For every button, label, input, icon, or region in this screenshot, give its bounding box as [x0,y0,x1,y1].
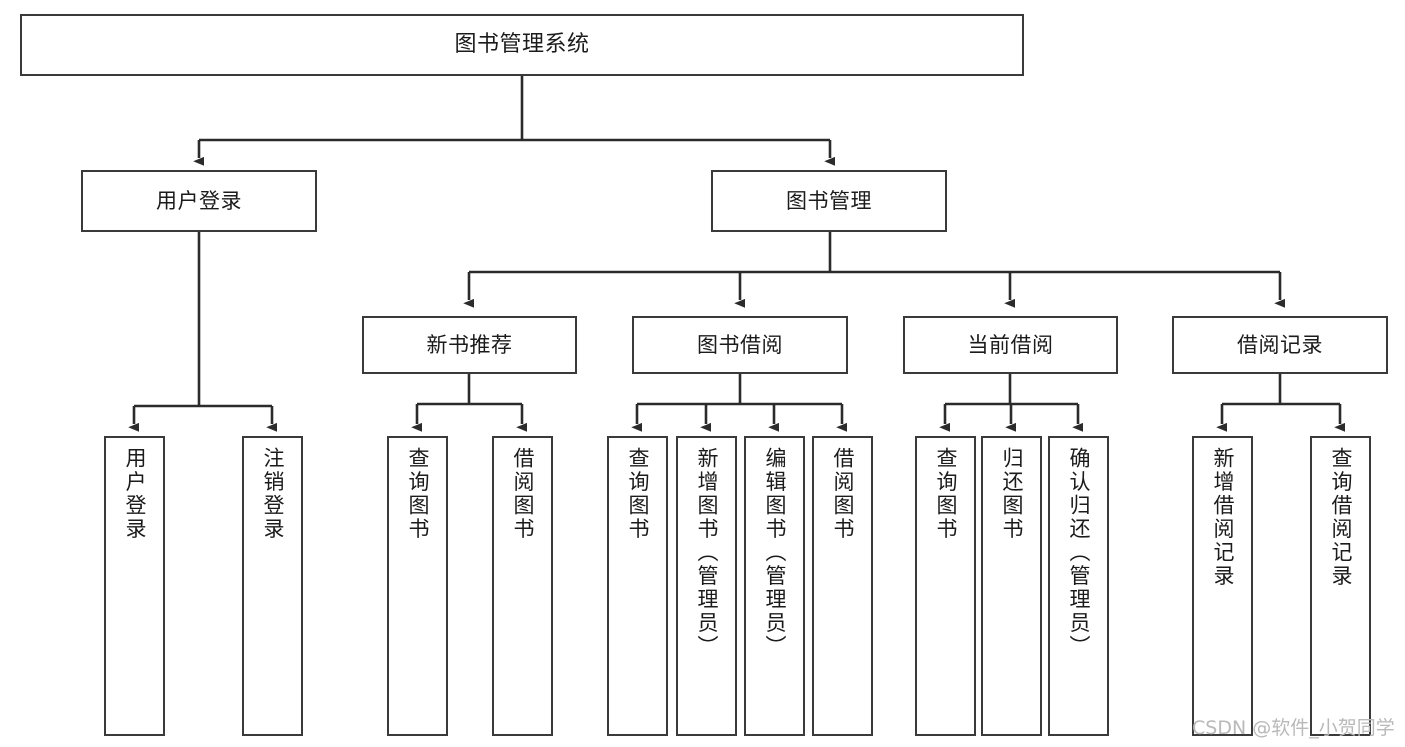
node-label: 借阅记录 [1237,332,1323,357]
node-label: 图书管理系统 [454,32,590,58]
leaf-bb-edit-book-admin[interactable]: 编辑图书（管理员） [744,436,805,736]
node-label: 用户登录 [156,188,242,213]
node-label: 新书推荐 [426,332,513,357]
leaf-nb-borrow-book[interactable]: 借阅图书 [492,436,553,736]
leaf-br-query-record[interactable]: 查询借阅记录 [1310,436,1371,736]
node-label: 用户登录 [123,447,147,541]
node-label: 借阅图书 [831,447,855,541]
node-user-login[interactable]: 用户登录 [81,170,317,232]
node-label: 编辑图书（管理员） [763,447,787,659]
node-label: 借阅图书 [511,447,535,541]
leaf-cb-return-book[interactable]: 归还图书 [981,436,1042,736]
csdn-watermark: CSDN @软件_小贺同学 [1192,717,1395,739]
node-label: 新增借阅记录 [1211,447,1235,588]
node-label: 新增图书（管理员） [695,447,719,659]
leaf-cb-confirm-return-admin[interactable]: 确认归还（管理员） [1048,436,1109,736]
leaf-cb-query-book[interactable]: 查询图书 [915,436,976,736]
node-current-borrow[interactable]: 当前借阅 [903,316,1118,374]
leaf-br-add-record[interactable]: 新增借阅记录 [1192,436,1253,736]
node-book-borrow[interactable]: 图书借阅 [632,316,848,374]
node-label: 注销登录 [261,447,285,541]
leaf-bb-query-book[interactable]: 查询图书 [607,436,668,736]
node-label: 查询图书 [934,447,958,541]
leaf-user-login[interactable]: 用户登录 [104,436,165,736]
node-label: 归还图书 [1000,447,1024,541]
node-root-system[interactable]: 图书管理系统 [20,14,1024,76]
leaf-bb-add-book-admin[interactable]: 新增图书（管理员） [676,436,737,736]
node-label: 确认归还（管理员） [1067,447,1091,659]
node-label: 查询借阅记录 [1329,447,1353,588]
node-label: 当前借阅 [967,332,1054,357]
leaf-nb-query-book[interactable]: 查询图书 [387,436,448,736]
leaf-logout[interactable]: 注销登录 [242,436,303,736]
node-label: 图书借阅 [697,332,783,357]
node-book-management[interactable]: 图书管理 [711,170,947,232]
node-label: 图书管理 [786,188,872,213]
node-label: 查询图书 [406,447,430,541]
node-new-book-recommend[interactable]: 新书推荐 [362,316,577,374]
leaf-bb-borrow-book[interactable]: 借阅图书 [812,436,873,736]
node-label: 查询图书 [626,447,650,541]
node-borrow-record[interactable]: 借阅记录 [1172,316,1388,374]
